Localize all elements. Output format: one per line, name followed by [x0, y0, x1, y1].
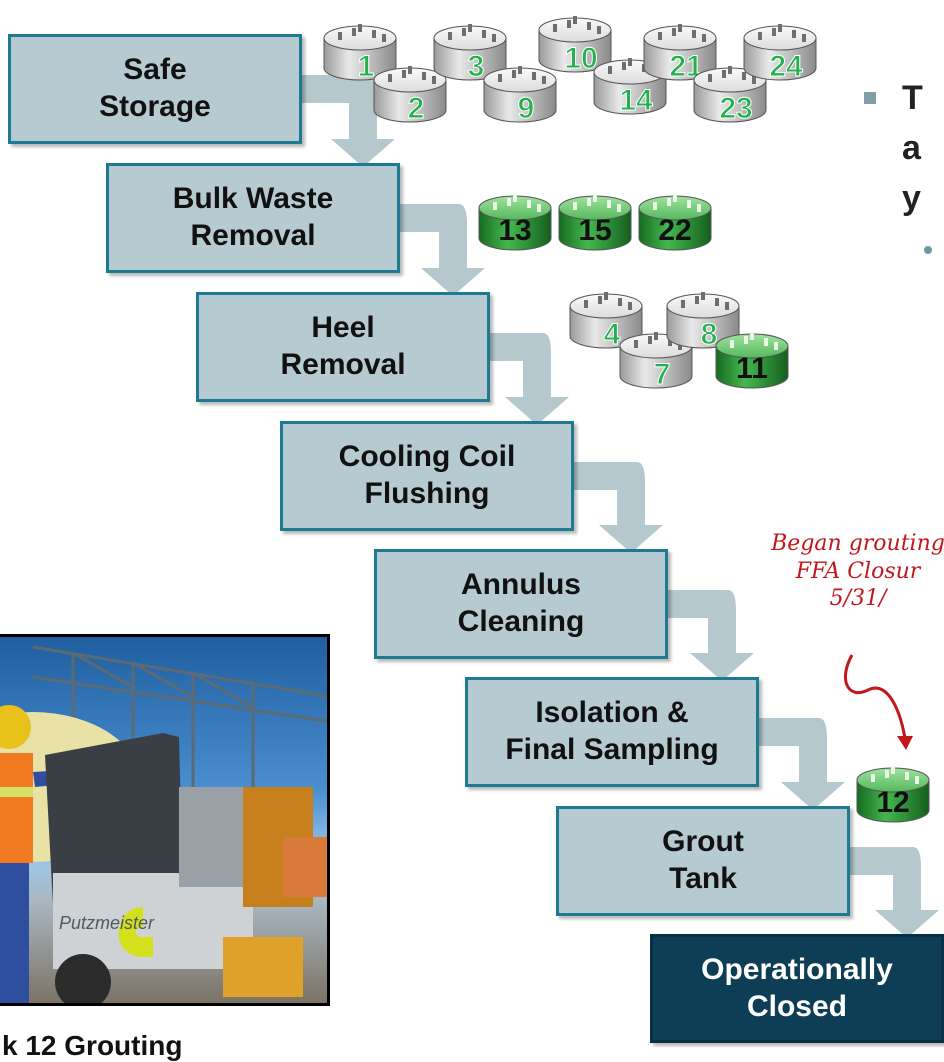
tank-23-icon: 23	[693, 66, 767, 126]
tank-number-label: 22	[658, 214, 691, 247]
tank-grouting-photo: Putzmeister	[0, 634, 330, 1006]
step-isolation-final-sampling: Isolation & Final Sampling	[465, 677, 759, 787]
tank-number-label: 3	[468, 50, 485, 83]
tank-number-label: 21	[669, 50, 702, 83]
step-safe-storage: Safe Storage	[8, 34, 302, 144]
step-annulus-cleaning: Annulus Cleaning	[374, 549, 668, 659]
flow-arrows	[302, 75, 939, 938]
flow-arrow-2	[400, 204, 485, 296]
tank-9-icon: 9	[483, 66, 557, 126]
tank-number-label: 14	[619, 84, 653, 117]
tank-4-icon: 4	[569, 292, 643, 352]
flow-arrow-7	[850, 847, 939, 938]
tank-10-icon: 10	[538, 16, 612, 76]
step-operationally-closed: Operationally Closed	[650, 934, 944, 1043]
tank-7-icon: 7	[619, 332, 693, 392]
tank-11-icon: 11	[715, 332, 789, 389]
tank-number-label: 10	[564, 42, 597, 75]
tank-number-label: 7	[654, 358, 671, 391]
tank-24-icon: 24	[743, 24, 817, 84]
flow-arrow-1	[302, 75, 395, 167]
tank-number-label: 24	[769, 50, 803, 83]
tank-15-icon: 15	[558, 194, 632, 251]
tank-number-label: 1	[358, 50, 375, 83]
step-bulk-waste-removal: Bulk Waste Removal	[106, 163, 400, 273]
tank-number-label: 8	[701, 318, 718, 351]
step-heel-removal: Heel Removal	[196, 292, 490, 402]
flow-arrow-6	[759, 718, 845, 810]
tank-number-label: 23	[719, 92, 752, 125]
tank-1-icon: 1	[323, 24, 397, 84]
grouting-annotation: Began grouting FFA Closur 5/31/	[771, 531, 944, 611]
bullet-marker	[864, 92, 876, 104]
sub-bullet-marker	[924, 246, 932, 254]
flow-arrow-5	[668, 590, 754, 681]
bullet-line-2: a	[902, 129, 921, 167]
tank-21-icon: 21	[643, 24, 717, 84]
tank-number-label: 12	[876, 786, 909, 819]
tank-13-icon: 13	[478, 194, 552, 251]
tank-8-icon: 8	[666, 292, 740, 352]
bullet-line-1: T	[902, 79, 923, 117]
flow-arrow-3	[490, 333, 569, 425]
tank-3-icon: 3	[433, 24, 507, 84]
tank-number-label: 9	[518, 92, 535, 125]
tank-22-icon: 22	[638, 194, 712, 251]
flow-arrow-4	[574, 462, 663, 553]
annotation-arrow	[843, 654, 907, 739]
tank-14-icon: 14	[593, 58, 667, 118]
putzmeister-label: Putzmeister	[59, 913, 155, 933]
bullet-line-3: y	[902, 179, 921, 217]
tank-number-label: 11	[736, 352, 768, 385]
photo-caption: k 12 Grouting	[2, 1030, 183, 1061]
tank-2-icon: 2	[373, 66, 447, 126]
tank-12-icon: 12	[856, 766, 930, 823]
annotation-arrowhead	[897, 736, 913, 750]
tank-number-label: 4	[604, 318, 621, 351]
step-cooling-coil-flushing: Cooling Coil Flushing	[280, 421, 574, 531]
step-grout-tank: Grout Tank	[556, 806, 850, 916]
tank-number-label: 13	[498, 214, 531, 247]
tank-number-label: 15	[578, 214, 611, 247]
tank-number-label: 2	[408, 92, 425, 125]
